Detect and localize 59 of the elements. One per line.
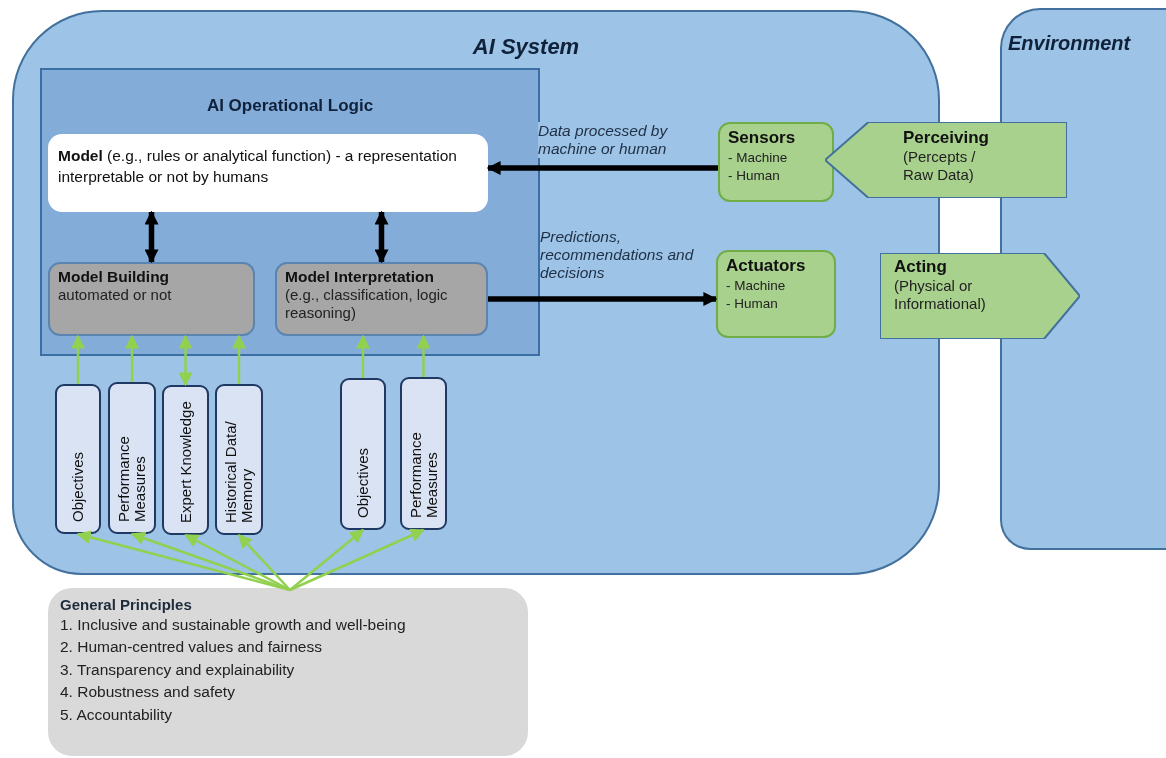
- box-text: - Machine: [728, 150, 788, 165]
- logic-panel: [40, 68, 540, 356]
- box-text: Objectives: [70, 450, 86, 522]
- box-text: - Human: [728, 168, 780, 183]
- double-arrow: [144, 210, 159, 264]
- arrow: [416, 334, 431, 377]
- box-text: - Human: [726, 296, 778, 311]
- arrow: [76, 530, 291, 592]
- box-heading: Model Interpretation: [285, 268, 434, 285]
- arrow: [125, 334, 139, 382]
- box-text: Historical Data/ Memory: [223, 420, 255, 523]
- box-heading: Sensors: [728, 128, 796, 147]
- list-item: 4. Robustness and safety: [60, 683, 235, 701]
- list-item: 2. Human-centred values and fairness: [60, 638, 322, 656]
- input-box: [215, 384, 263, 535]
- box-text: (Physical or Informational): [894, 277, 986, 312]
- box-heading: Model Building: [58, 268, 170, 285]
- box-text: Model (e.g., rules or analytical function) - a representation interpretable or not by humans: [58, 147, 457, 185]
- double-arrow: [374, 210, 389, 264]
- pentagon-box: [825, 122, 1067, 198]
- box-heading: Actuators: [726, 256, 806, 275]
- input-box: [55, 384, 101, 534]
- process-box: [48, 262, 255, 336]
- panel-title: Environment: [1008, 32, 1131, 54]
- box-text: - Machine: [726, 278, 786, 293]
- list-item: 1. Inclusive and sustainable growth and well-being: [60, 616, 406, 633]
- box-text: Objectives: [355, 446, 371, 518]
- list-item: 3. Transparency and explainability: [60, 660, 295, 678]
- box-text: Expert Knowledge: [177, 400, 194, 523]
- arrow: [488, 292, 718, 306]
- box-text: automated or not: [58, 286, 172, 303]
- box-heading: Acting: [894, 257, 947, 276]
- process-box: [275, 262, 488, 336]
- box-text: Performance Measures: [116, 435, 148, 522]
- model-box: [48, 134, 488, 212]
- box-text: (Percepts / Raw Data): [903, 148, 976, 183]
- arrow: [71, 334, 85, 384]
- arrow: [289, 528, 425, 592]
- box-text: (e.g., classification, logic reasoning): [285, 286, 448, 321]
- component-box: [716, 250, 836, 338]
- input-box: [400, 377, 447, 530]
- component-box: [718, 122, 834, 202]
- double-arrow: [178, 334, 193, 387]
- box-heading: General Principles: [60, 596, 192, 613]
- panel-title: AI Operational Logic: [206, 96, 374, 115]
- arrow: [289, 529, 365, 591]
- input-box: [162, 385, 209, 535]
- arrow: [238, 533, 291, 591]
- box-heading: Perceiving: [903, 128, 989, 147]
- box-text: Performance Measures: [407, 431, 440, 518]
- panel-title: AI System: [472, 34, 580, 59]
- input-box: [340, 378, 386, 530]
- arrow: [486, 161, 718, 175]
- pentagon-box: [880, 253, 1080, 339]
- list-item: 5. Accountability: [60, 705, 172, 723]
- arrow: [232, 334, 246, 384]
- principles-box: [48, 588, 528, 756]
- input-box: [108, 382, 156, 534]
- arrow: [356, 334, 370, 378]
